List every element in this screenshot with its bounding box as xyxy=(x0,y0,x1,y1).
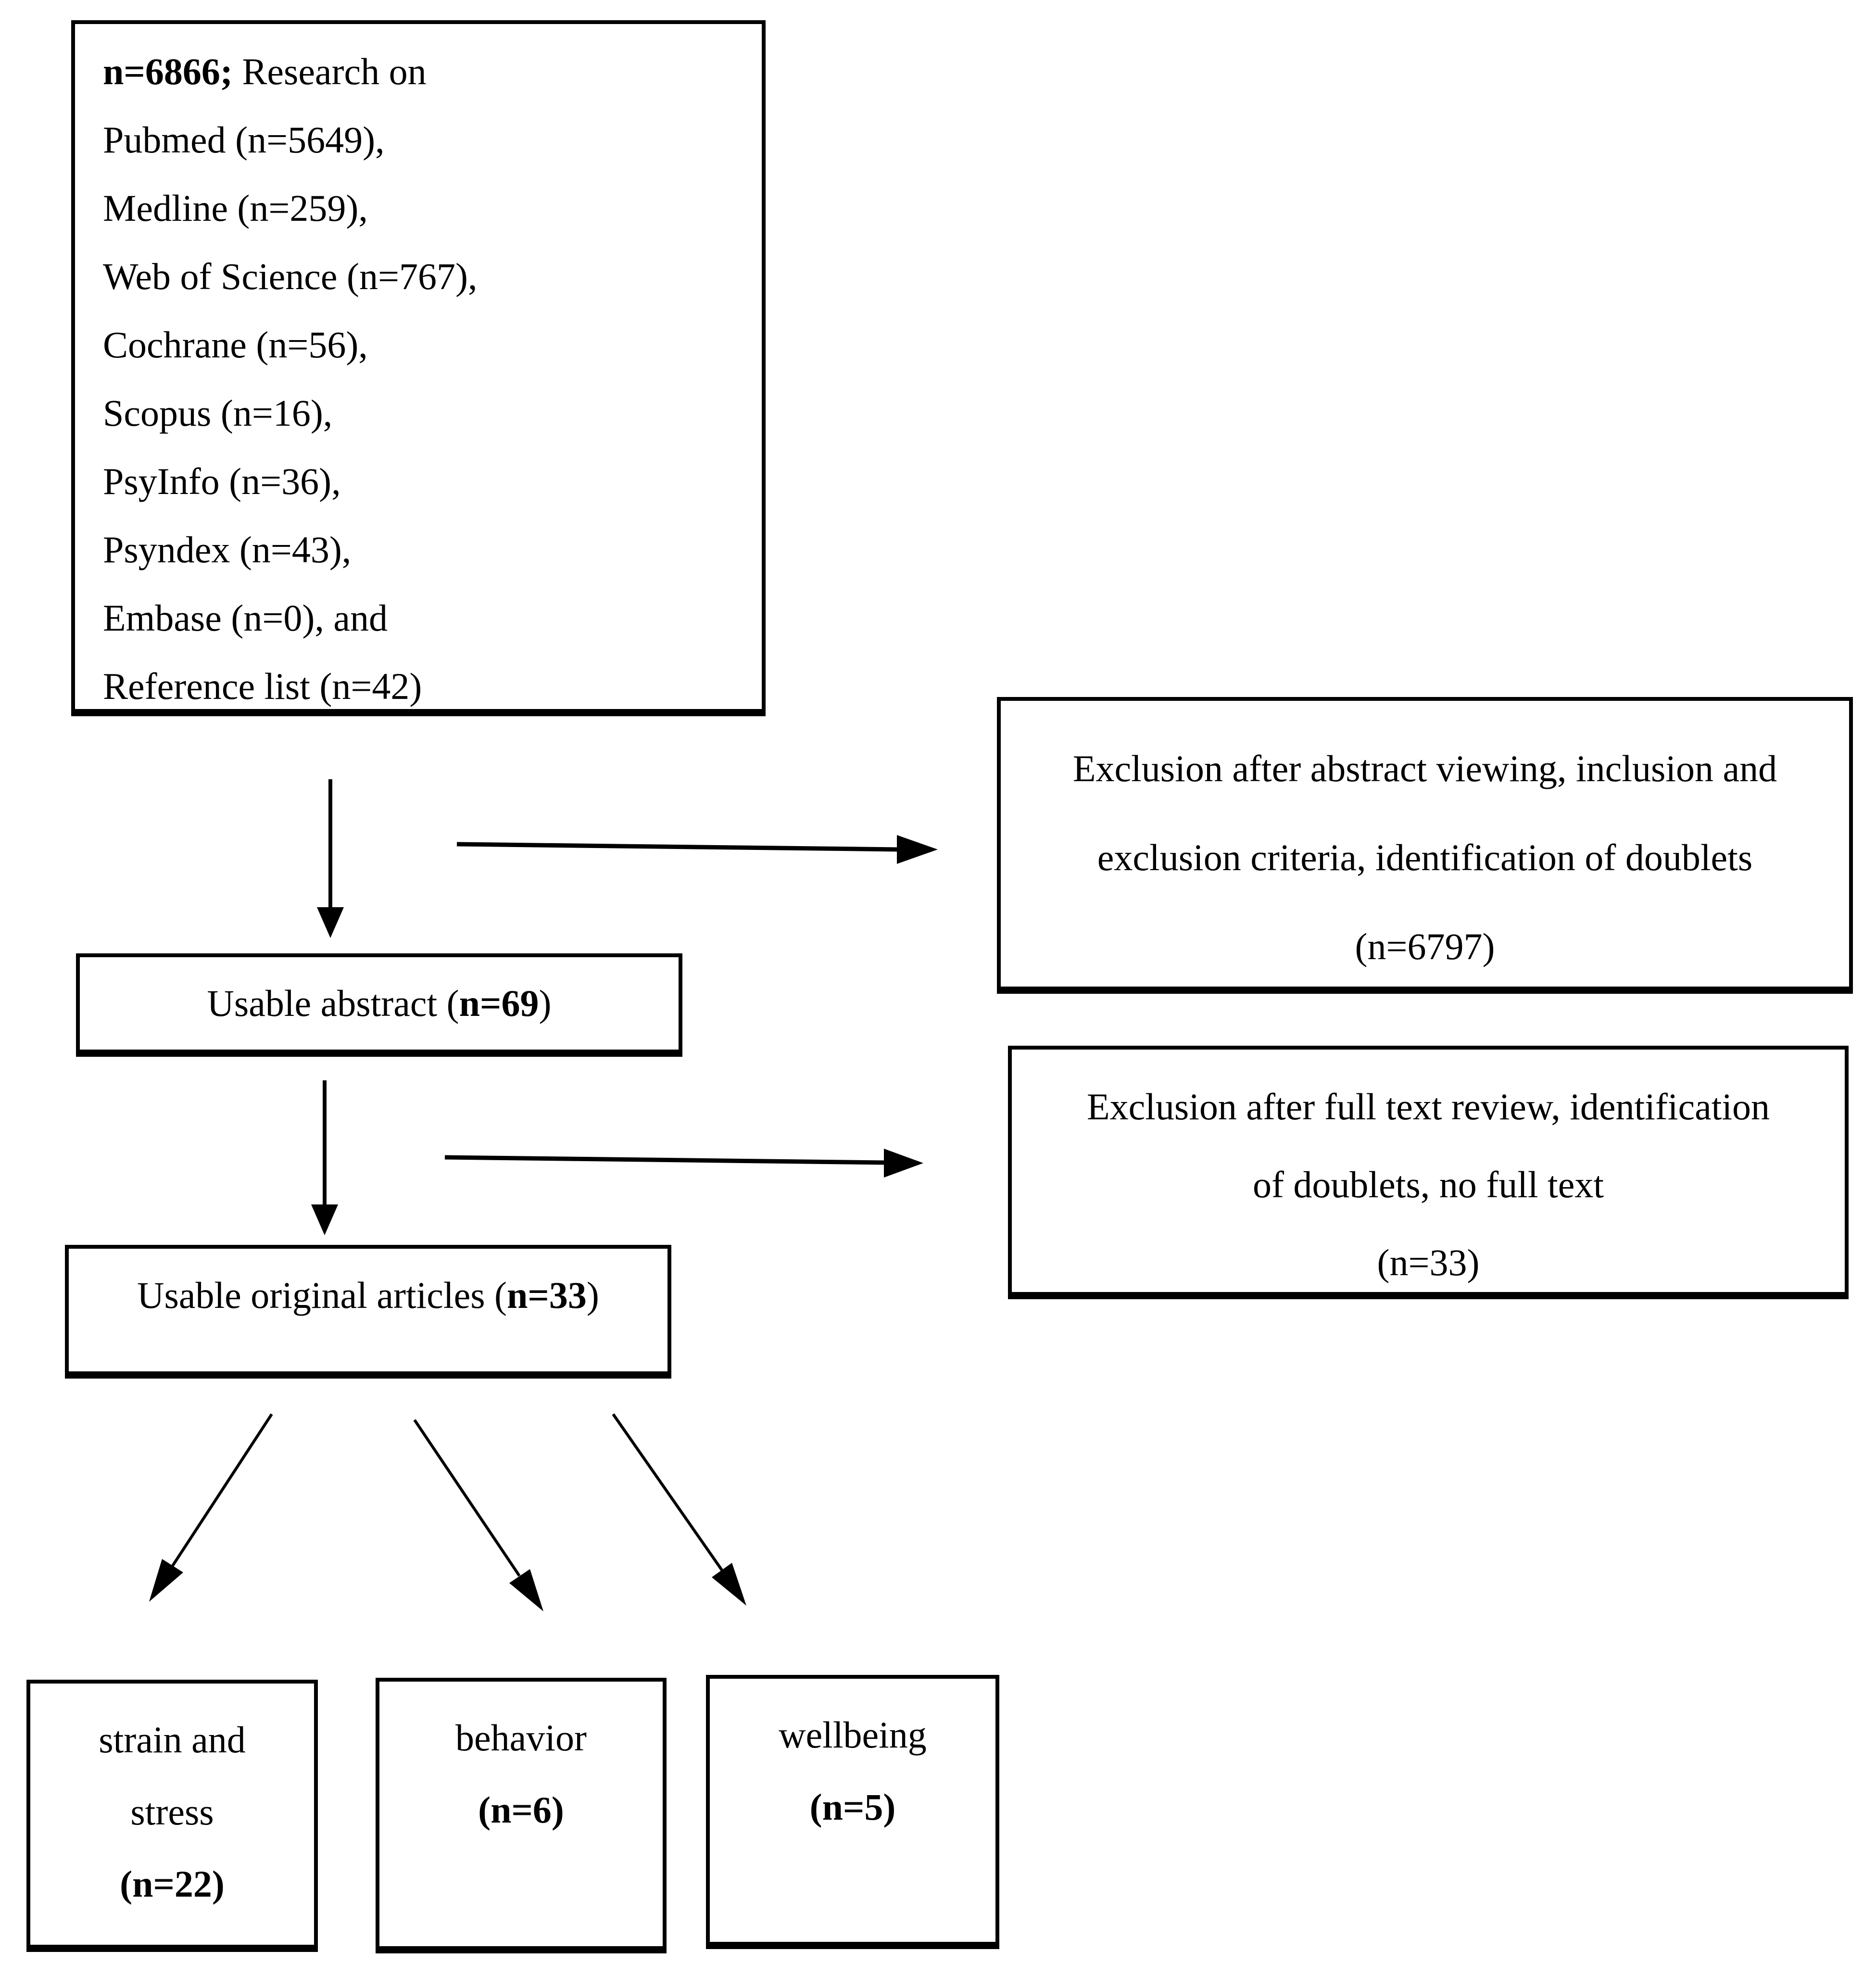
wellbeing-count: n=5 xyxy=(822,1786,883,1828)
sources-line-cochrane: Cochrane (n=56), xyxy=(103,324,368,366)
sources-line-webofscience: Web of Science (n=767), xyxy=(103,255,478,297)
behavior-line1: behavior xyxy=(455,1717,587,1759)
sources-line-psyinfo: PsyInfo (n=36), xyxy=(103,460,341,502)
exclusion2-line2: of doublets, no full text xyxy=(1252,1164,1604,1205)
strain-count-line: (n=22) xyxy=(120,1863,225,1905)
outcome-strain-stress-box: strain and stress (n=22) xyxy=(26,1680,318,1952)
usable-original-articles-box: Usable original articles (n=33) xyxy=(65,1245,671,1379)
strain-line1: strain and xyxy=(99,1719,246,1761)
exclusion1-line1: Exclusion after abstract viewing, inclus… xyxy=(1072,747,1777,789)
outcome-behavior-box: behavior (n=6) xyxy=(376,1678,667,1953)
sources-line-scopus: Scopus (n=16), xyxy=(103,392,333,434)
usable-abstract-box: Usable abstract (n=69) xyxy=(76,953,682,1057)
usable-articles-count: n=33 xyxy=(507,1274,587,1316)
exclusion-after-fulltext-box: Exclusion after full text review, identi… xyxy=(1008,1046,1849,1299)
sources-line-medline: Medline (n=259), xyxy=(103,187,368,229)
behavior-count-line: (n=6) xyxy=(478,1789,564,1831)
exclusion2-line1: Exclusion after full text review, identi… xyxy=(1086,1086,1770,1127)
strain-line2: stress xyxy=(130,1791,214,1833)
exclusion2-count: (n=33) xyxy=(1377,1241,1480,1283)
wellbeing-line1: wellbeing xyxy=(779,1714,927,1756)
exclusion1-count: (n=6797) xyxy=(1355,925,1495,967)
arrow-diagonal-to-wellbeing-icon xyxy=(612,1413,746,1606)
usable-abstract-label: Usable abstract (n=69) xyxy=(207,982,552,1024)
usable-abstract-count: n=69 xyxy=(459,982,539,1024)
sources-line-embase: Embase (n=0), and xyxy=(103,597,388,639)
sources-line-referencelist: Reference list (n=42) xyxy=(103,665,422,707)
exclusion1-line2: exclusion criteria, identification of do… xyxy=(1097,836,1753,878)
arrow-diagonal-to-behavior-icon xyxy=(413,1419,543,1611)
behavior-count: n=6 xyxy=(491,1789,552,1831)
usable-articles-label: Usable original articles (n=33) xyxy=(137,1274,599,1316)
arrow-right-to-exclusion-1-icon xyxy=(456,835,938,864)
strain-count: n=22 xyxy=(132,1863,212,1905)
exclusion-after-abstract-box: Exclusion after abstract viewing, inclus… xyxy=(997,697,1853,994)
search-sources-box: n=6866; Research on Pubmed (n=5649), Med… xyxy=(71,20,766,716)
arrow-down-abstract-to-articles-icon xyxy=(311,1080,338,1235)
sources-line-psyndex: Psyndex (n=43), xyxy=(103,529,352,570)
outcome-wellbeing-box: wellbeing (n=5) xyxy=(706,1675,999,1949)
wellbeing-count-line: (n=5) xyxy=(809,1786,896,1828)
arrow-right-to-exclusion-2-icon xyxy=(444,1149,923,1178)
sources-line-total: n=6866; Research on xyxy=(103,51,427,92)
sources-line-pubmed: Pubmed (n=5649), xyxy=(103,119,385,161)
total-count: n=6866; xyxy=(103,51,233,92)
arrow-diagonal-to-strain-icon xyxy=(149,1413,273,1602)
arrow-down-sources-to-abstract-icon xyxy=(317,779,344,938)
